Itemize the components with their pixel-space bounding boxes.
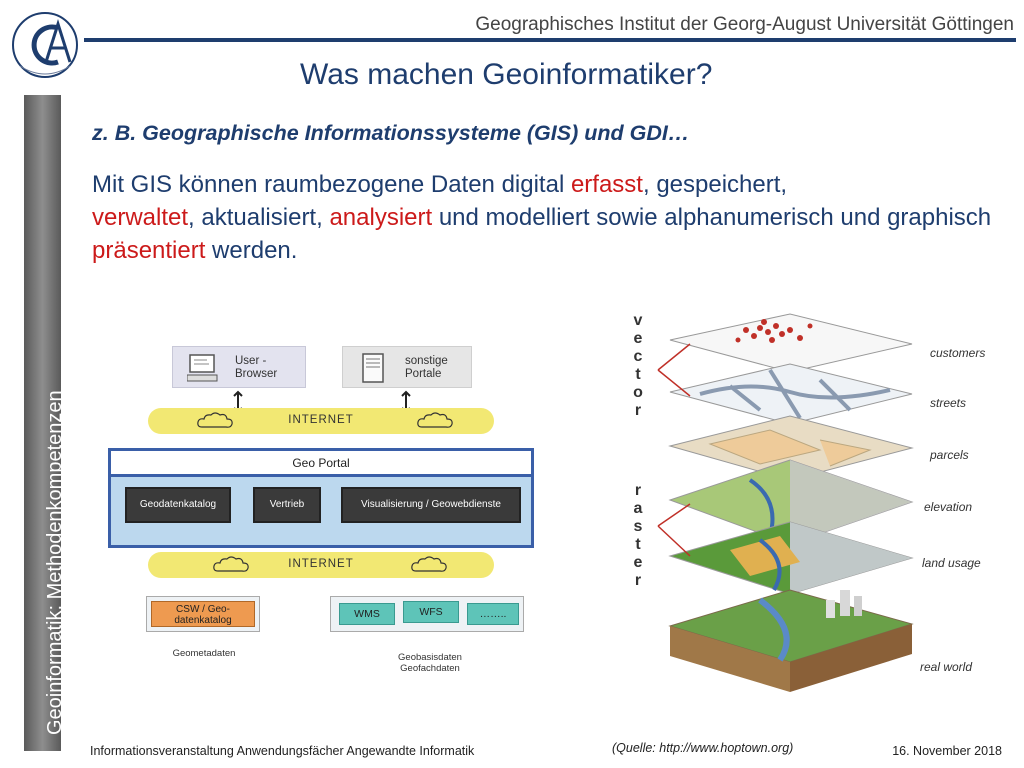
more-services-box: …….. [467,603,519,625]
layer-label-land-usage: land usage [922,556,981,570]
cloud-icon [417,412,453,428]
sidebar-bar: Geoinformatik: Methodenkompetenzen [24,95,66,751]
layer-stack-graphic [657,313,914,692]
highlight-praesentiert: präsentiert [92,237,206,264]
wms-box: WMS [339,603,395,625]
internet-band-bottom: INTERNET [148,552,494,578]
cloud-icon [411,556,447,572]
cloud-icon [197,412,233,428]
footer-source: (Quelle: http://www.hoptown.org) [612,741,794,755]
sidebar-label: Geoinformatik: Methodenkompetenzen [44,390,66,735]
institute-name: Geographisches Institut der Georg-August… [475,14,1014,35]
vertrieb-box: Vertrieb [253,487,321,523]
layer-label-streets: streets [930,396,967,410]
layer-label-real-world: real world [920,660,973,674]
computer-icon [187,354,218,382]
geometadaten-caption: Geometadaten [172,648,236,659]
metadata-box: CSW / Geo-datenkatalog [146,596,260,632]
highlight-analysiert: analysiert [329,204,433,231]
layer-label-customers: customers [930,346,986,360]
user-browser-box: User -Browser [172,346,306,388]
body-paragraph: Mit GIS können raumbezogene Daten digita… [92,171,992,264]
page-title: Was machen Geoinformatiker? [300,58,713,91]
highlight-erfasst: erfasst [570,171,643,198]
layer-label-elevation: elevation [924,500,973,514]
layer-label-parcels: parcels [930,448,969,462]
header-rule [84,38,1016,42]
geo-portal-title: Geo Portal [111,451,531,477]
wfs-box: WFS [403,601,459,623]
footer-date: 16. November 2018 [892,744,1002,758]
server-icon [362,353,384,383]
cloud-icon [213,556,249,572]
csw-box: CSW / Geo-datenkatalog [151,601,255,627]
visualisierung-box: Visualisierung / Geowebdienste [341,487,521,523]
footer-event: Informationsveranstaltung Anwendungsfäch… [90,744,475,758]
highlight-verwaltet: verwaltet [92,204,189,231]
geodatenkatalog-box: Geodatenkatalog [125,487,231,523]
geo-portal-box: Geo Portal Geodatenkatalog Vertrieb Visu… [108,448,534,548]
slide-subtitle: z. B. Geographische Informationssysteme … [92,121,690,145]
university-logo-icon [12,12,78,78]
gis-layers-illustration: v e c t o r r a s t e r [600,300,1020,720]
internet-band-top: INTERNET [148,408,494,434]
services-box: WMS WFS …….. [330,596,524,632]
